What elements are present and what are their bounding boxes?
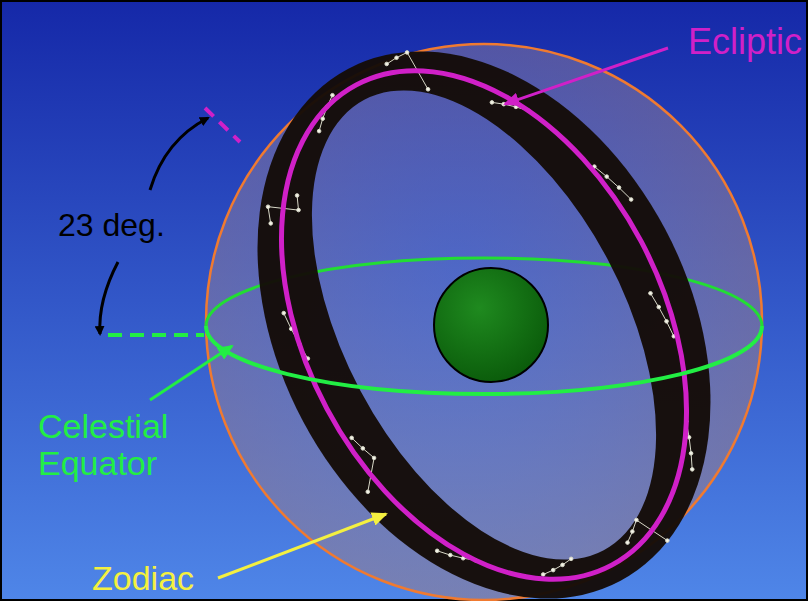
star: [605, 175, 609, 179]
star: [266, 205, 270, 209]
star: [295, 194, 299, 198]
star: [666, 539, 670, 543]
star: [635, 518, 639, 522]
star: [449, 553, 453, 557]
star: [435, 549, 439, 553]
star: [631, 530, 635, 534]
star: [657, 305, 661, 309]
star: [405, 51, 409, 55]
star: [569, 557, 573, 561]
angle-label: 23 deg.: [58, 208, 165, 243]
star: [297, 208, 301, 212]
star: [541, 573, 545, 577]
star: [551, 568, 555, 572]
star: [366, 490, 370, 494]
star: [385, 62, 389, 66]
star: [665, 320, 669, 324]
star: [361, 447, 365, 451]
star: [321, 117, 325, 121]
star: [629, 198, 633, 202]
zodiac-label: Zodiac: [92, 560, 194, 597]
star: [617, 186, 621, 190]
star: [395, 56, 399, 60]
star: [350, 436, 354, 440]
star: [372, 456, 376, 460]
star: [317, 129, 321, 133]
equator-label: Celestial Equator: [38, 408, 203, 483]
ecliptic-label: Ecliptic: [688, 22, 802, 62]
constellation: [543, 559, 571, 575]
star: [689, 452, 693, 456]
star: [690, 468, 694, 472]
star: [561, 563, 565, 567]
star: [282, 311, 286, 315]
star: [331, 93, 335, 97]
star: [490, 101, 494, 105]
star: [649, 291, 653, 295]
star: [269, 222, 273, 226]
star: [626, 541, 630, 545]
star: [426, 87, 430, 91]
